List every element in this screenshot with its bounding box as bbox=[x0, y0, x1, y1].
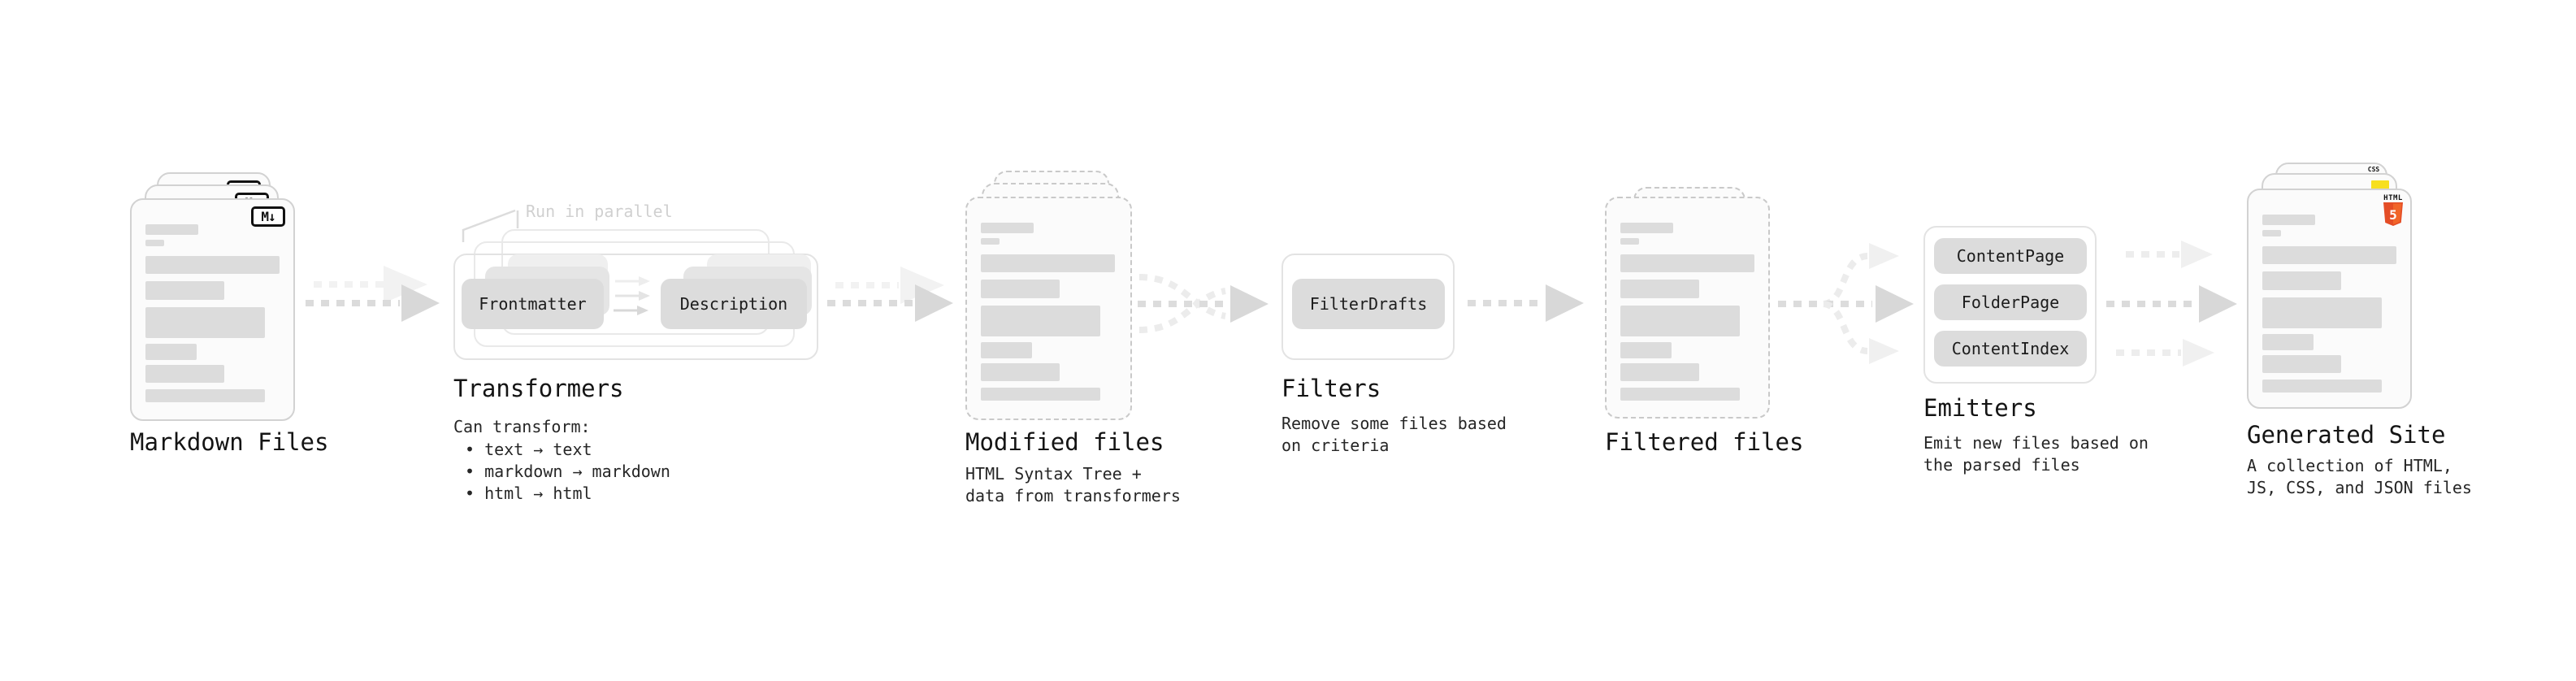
skeleton-bar bbox=[981, 306, 1100, 336]
stage-label-modified-files: Modified files bbox=[965, 428, 1164, 456]
stage-desc-line: Emit new files based on bbox=[1923, 433, 2149, 453]
flow-arrowhead-ghost bbox=[384, 266, 427, 303]
skeleton-bar bbox=[2262, 215, 2315, 225]
skeleton-bar bbox=[2262, 380, 2382, 393]
skeleton-bar bbox=[145, 224, 198, 235]
skeleton-bar bbox=[2262, 246, 2396, 264]
emitter-contentpage-node: ContentPage bbox=[1934, 238, 2087, 274]
html5-icon-label: HTML bbox=[2383, 194, 2403, 202]
file-skeleton bbox=[1607, 198, 1768, 417]
stage-label-markdown-files: Markdown Files bbox=[130, 428, 329, 456]
file-card bbox=[965, 197, 1132, 420]
skeleton-bar bbox=[1620, 342, 1672, 358]
stage-label-generated-site: Generated Site bbox=[2247, 421, 2446, 449]
skeleton-bar bbox=[1620, 363, 1699, 381]
emit-arrowhead-top bbox=[2181, 241, 2213, 268]
emitters-box bbox=[1923, 226, 2097, 384]
css-icon-label: CSS bbox=[2367, 166, 2380, 173]
flow-arrowhead bbox=[1876, 285, 1914, 323]
skeleton-bar bbox=[145, 307, 265, 338]
skeleton-bar bbox=[981, 223, 1034, 233]
stage-desc-line: data from transformers bbox=[965, 486, 1181, 505]
emitter-contentindex-node: ContentIndex bbox=[1934, 331, 2087, 367]
file-skeleton bbox=[2249, 190, 2410, 407]
fan-out-arrowhead-bottom bbox=[1869, 338, 1899, 364]
skeleton-bar bbox=[145, 240, 164, 246]
file-card bbox=[1605, 197, 1770, 419]
annotation-leader-line bbox=[462, 209, 519, 242]
skeleton-bar bbox=[981, 238, 1000, 245]
skeleton-bar bbox=[145, 365, 224, 383]
skeleton-bar bbox=[1620, 254, 1754, 272]
file-skeleton bbox=[967, 198, 1130, 419]
stage-desc-bullet: • text → text bbox=[465, 440, 592, 459]
markdown-icon-label: M↓ bbox=[261, 209, 275, 224]
skeleton-bar bbox=[145, 281, 224, 300]
svg-text:5: 5 bbox=[2389, 207, 2397, 223]
fan-out-arrowhead-top bbox=[1869, 243, 1899, 269]
skeleton-bar bbox=[981, 388, 1100, 401]
emit-arrowhead-middle bbox=[2199, 285, 2237, 323]
html5-icon: HTML 5 bbox=[2383, 194, 2404, 229]
stage-label-transformers: Transformers bbox=[453, 375, 624, 402]
run-in-parallel-annotation: Run in parallel bbox=[526, 202, 673, 221]
fan-out-curve-bottom bbox=[1823, 301, 1868, 354]
skeleton-bar bbox=[1620, 306, 1740, 336]
flow-arrowhead-ghost bbox=[900, 267, 944, 304]
filter-filterdrafts-node: FilterDrafts bbox=[1292, 279, 1445, 329]
stage-desc-line: A collection of HTML, bbox=[2247, 456, 2452, 475]
emit-arrowhead-bottom bbox=[2183, 339, 2214, 367]
skeleton-bar bbox=[1620, 388, 1740, 401]
skeleton-bar bbox=[145, 389, 265, 402]
transformer-frontmatter-node: Frontmatter bbox=[462, 279, 604, 329]
mini-arrowhead bbox=[639, 291, 650, 301]
file-skeleton bbox=[132, 200, 293, 419]
skeleton-bar bbox=[2262, 271, 2341, 290]
stage-desc-bullet: • markdown → markdown bbox=[465, 462, 670, 481]
stage-desc-line: Remove some files based bbox=[1281, 414, 1507, 433]
emitter-folderpage-node: FolderPage bbox=[1934, 284, 2087, 320]
fan-in-curve-bottom bbox=[1138, 288, 1226, 333]
file-card: M↓ bbox=[130, 198, 295, 421]
skeleton-bar bbox=[1620, 280, 1699, 298]
skeleton-bar bbox=[145, 256, 280, 274]
file-card: HTML 5 bbox=[2247, 189, 2412, 409]
stage-label-emitters: Emitters bbox=[1923, 394, 2037, 422]
transformer-description-node: Description bbox=[661, 279, 807, 329]
stage-desc-line: JS, CSS, and JSON files bbox=[2247, 478, 2472, 497]
html5-shield: 5 bbox=[2383, 202, 2403, 226]
stage-label-filtered-files: Filtered files bbox=[1605, 428, 1804, 456]
filters-box bbox=[1281, 254, 1455, 360]
transformer-box bbox=[453, 254, 818, 360]
skeleton-bar bbox=[1620, 238, 1639, 245]
skeleton-bar bbox=[2262, 297, 2382, 328]
stage-desc-line: Can transform: bbox=[453, 417, 591, 436]
mini-arrowhead bbox=[637, 306, 648, 315]
flow-arrowhead bbox=[915, 284, 953, 322]
skeleton-bar bbox=[981, 254, 1115, 272]
stage-desc-line: on criteria bbox=[1281, 436, 1390, 455]
markdown-icon: M↓ bbox=[251, 206, 285, 227]
flow-arrowhead bbox=[1546, 284, 1584, 322]
stage-desc-bullet: • html → html bbox=[465, 484, 592, 503]
skeleton-bar bbox=[1620, 223, 1673, 233]
fan-out-curve-top bbox=[1823, 253, 1868, 307]
skeleton-bar bbox=[2262, 334, 2314, 350]
stage-desc-line: the parsed files bbox=[1923, 455, 2080, 475]
js-icon bbox=[2371, 180, 2389, 191]
skeleton-bar bbox=[145, 344, 197, 360]
skeleton-bar bbox=[2262, 230, 2281, 236]
fan-in-curve-top bbox=[1138, 274, 1226, 319]
stage-desc-line: HTML Syntax Tree + bbox=[965, 464, 1142, 484]
skeleton-bar bbox=[2262, 355, 2341, 373]
skeleton-bar bbox=[981, 342, 1032, 358]
skeleton-bar bbox=[981, 280, 1060, 298]
mini-arrowhead bbox=[639, 276, 650, 286]
flow-arrowhead bbox=[1230, 285, 1268, 323]
stage-label-filters: Filters bbox=[1281, 375, 1381, 402]
skeleton-bar bbox=[981, 363, 1060, 381]
flow-arrowhead bbox=[401, 284, 440, 322]
